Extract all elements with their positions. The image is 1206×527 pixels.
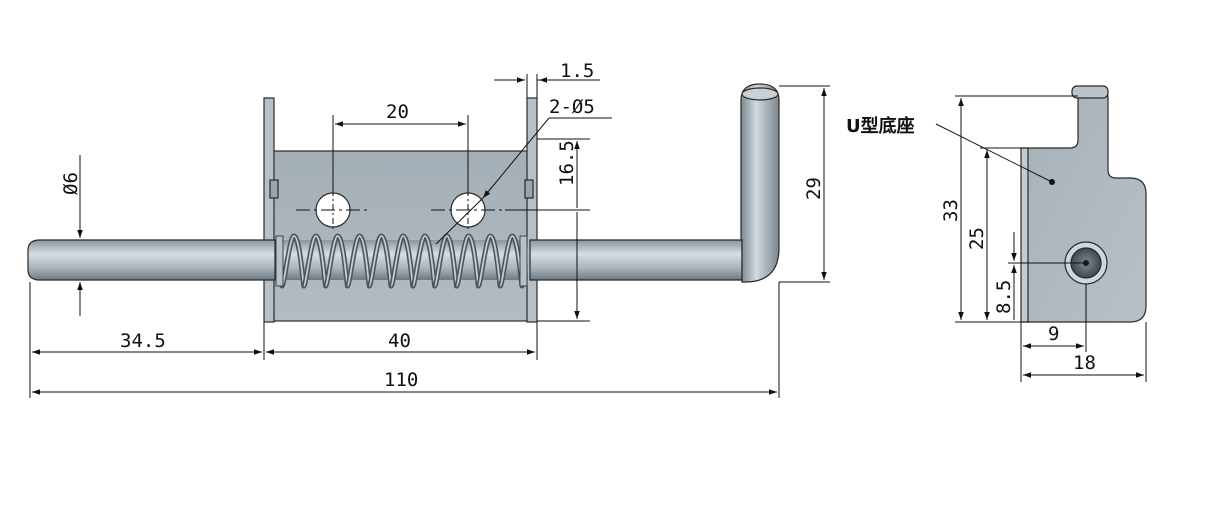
dim-pin-height: 29 (803, 177, 825, 200)
side-flange-strip (1020, 147, 1029, 323)
spring-coil-highlight (368, 235, 392, 287)
spring-coil-highlight (433, 235, 458, 287)
spring-coil-highlight (302, 235, 327, 287)
flange-tab (524, 179, 534, 199)
spring-coil-highlight (346, 235, 371, 287)
dim-hole-height: 16.5 (556, 140, 578, 186)
l-pin (740, 83, 780, 283)
dim-shaft-diameter: Ø6 (60, 172, 82, 195)
spring-coil-highlight (412, 235, 436, 287)
front-view: Ø6 20 1.5 2-Ø5 16.5 29 (27, 60, 830, 398)
dim-side-height-total: 33 (940, 199, 962, 222)
dim-hole-center-offset: 9 (1048, 323, 1059, 345)
spring-coil-highlight (390, 235, 414, 287)
spring-end-ring (275, 235, 284, 287)
rod-right (529, 239, 743, 281)
dim-side-width: 18 (1073, 352, 1096, 374)
spring-coil-highlight (324, 235, 349, 287)
dim-holes: 2-Ø5 (549, 96, 595, 118)
spring-coil-highlight (281, 235, 305, 287)
pin-tip (741, 87, 779, 101)
label-u-base: U型底座 (846, 115, 915, 137)
dim-hole-spacing: 20 (386, 101, 409, 123)
flange-tab (269, 179, 279, 199)
side-view: U型底座 33 25 8.5 9 18 (846, 85, 1147, 382)
dim-plate-thickness: 1.5 (560, 60, 594, 82)
spring (275, 233, 528, 289)
dim-hole-center-height: 8.5 (993, 280, 1015, 314)
spring-end-ring (519, 235, 528, 287)
dim-total-length: 110 (384, 369, 418, 391)
dim-left-extension: 34.5 (120, 330, 166, 352)
spring-coil-highlight (455, 235, 480, 287)
dim-side-height-inner: 25 (966, 227, 988, 250)
side-knob (1071, 85, 1109, 99)
spring-coil-highlight (477, 235, 502, 287)
rod-left (27, 239, 276, 281)
left-flange (263, 97, 275, 323)
dim-base-width: 40 (388, 330, 411, 352)
